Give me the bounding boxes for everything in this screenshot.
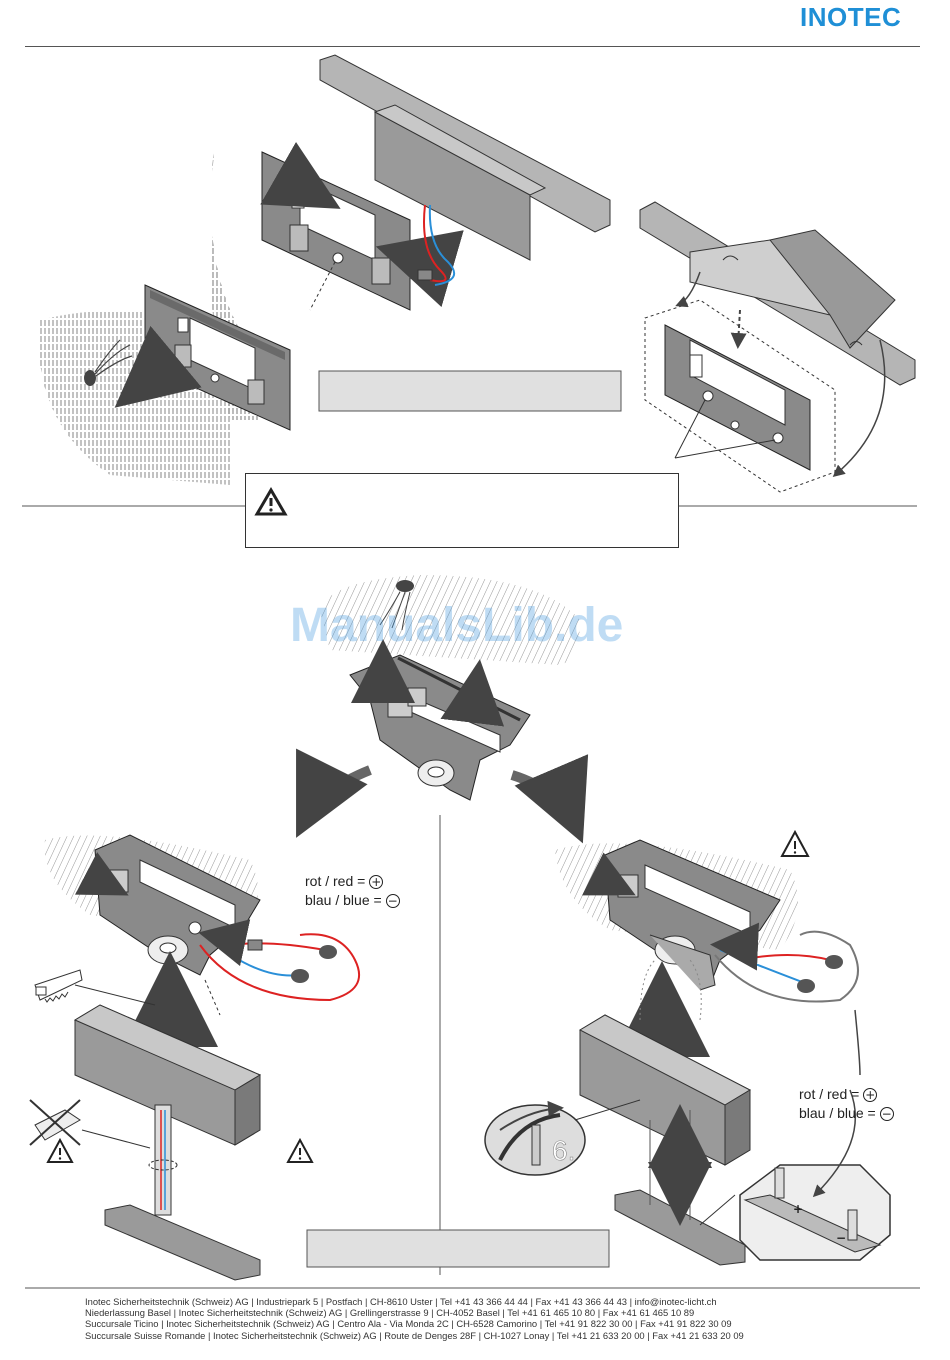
detail-bubble-lever xyxy=(484,1099,641,1176)
footer-line: Succursale Suisse Romande | Inotec Siche… xyxy=(85,1329,744,1341)
ceiling-cable-middle xyxy=(379,580,414,631)
footer-addresses: Inotec Sicherheitstechnik (Schweiz) AG |… xyxy=(85,1296,744,1341)
dashed-pointer-lower-left xyxy=(204,979,221,1016)
header-rule xyxy=(25,46,920,47)
mounting-plate-removed xyxy=(144,284,291,431)
svg-text:−: − xyxy=(836,1231,846,1245)
arrow-polarity-detail xyxy=(812,1089,857,1198)
arrow-connector-in xyxy=(260,141,341,209)
cable-connector-left xyxy=(84,339,133,386)
blue-wire-label: blau / blue = xyxy=(799,1105,876,1121)
red-wire-label: rot / red = xyxy=(799,1086,860,1102)
caption-box-bottom xyxy=(306,1229,610,1268)
warning-icon xyxy=(254,487,288,516)
footer-line: Niederlassung Basel | Inotec Sicherheits… xyxy=(85,1307,695,1319)
arrow-plug-lower-right xyxy=(582,852,636,896)
warning-icon-lower-left xyxy=(46,1137,74,1163)
dotted-guides-lower-right xyxy=(639,959,702,1021)
minus-icon: − xyxy=(385,893,400,908)
arrow-branch-left xyxy=(296,748,372,838)
arrow-connect-wiring xyxy=(375,230,464,308)
arrow-remove-plate xyxy=(114,325,202,408)
arrow-connect-lower-right xyxy=(710,922,760,971)
emergency-box-lower-right xyxy=(578,1014,752,1166)
arrow-box-left xyxy=(675,271,701,308)
pointer-lines-right xyxy=(674,399,776,459)
pointer-saw xyxy=(74,984,156,1006)
footer-line: Succursale Ticino | Inotec Sicherheitste… xyxy=(85,1318,732,1330)
arrow-rotate-right xyxy=(832,339,886,477)
arrow-box-down xyxy=(730,309,747,349)
svg-text:+: + xyxy=(793,1202,803,1216)
minus-icon: − xyxy=(879,1106,894,1121)
arrow-branch-right xyxy=(510,754,589,844)
plus-icon: + xyxy=(369,874,384,889)
inotec-logo: INOTEC xyxy=(800,2,902,32)
footer-line: Inotec Sicherheitstechnik (Schweiz) AG |… xyxy=(85,1296,717,1307)
rail-tube-lower-left xyxy=(104,1104,261,1281)
wiring-legend-left: rot / red =+ blau / blue =− xyxy=(305,872,400,910)
watermark: ManualsLib.de xyxy=(290,599,624,652)
emergency-box-lower-left xyxy=(73,1004,262,1146)
ceiling-bracket xyxy=(349,654,531,801)
blue-wire-label: blau / blue = xyxy=(305,892,382,908)
warning-icon-lower-right xyxy=(780,829,810,857)
arrow-up-right-middle xyxy=(440,659,505,727)
red-wire-label: rot / red = xyxy=(305,873,366,889)
luminaire-housing-top xyxy=(319,54,611,261)
step-number: 6. xyxy=(552,1135,575,1166)
wiring-lower-left xyxy=(199,933,360,1002)
warning-icon-lower-center xyxy=(286,1137,314,1163)
saw-icon xyxy=(34,969,83,1003)
caption-box-top xyxy=(318,370,622,412)
rail-assembly-right xyxy=(639,201,916,386)
plus-icon: + xyxy=(863,1087,878,1102)
warning-box xyxy=(245,473,679,548)
wires-top xyxy=(417,204,456,286)
wiring-legend-right: rot / red =+ blau / blue =− xyxy=(799,1085,894,1123)
arrow-plug-lower-left xyxy=(74,852,129,896)
no-pliers-icon xyxy=(29,1099,81,1146)
dashed-pointer xyxy=(309,261,336,311)
pointer-pliers xyxy=(81,1129,151,1149)
mounting-box-right xyxy=(644,299,836,493)
detail-bubble-polarity: + − xyxy=(699,1164,891,1261)
arrow-connect-lower-left xyxy=(198,919,251,967)
pointer-legend-right xyxy=(854,1009,861,1076)
